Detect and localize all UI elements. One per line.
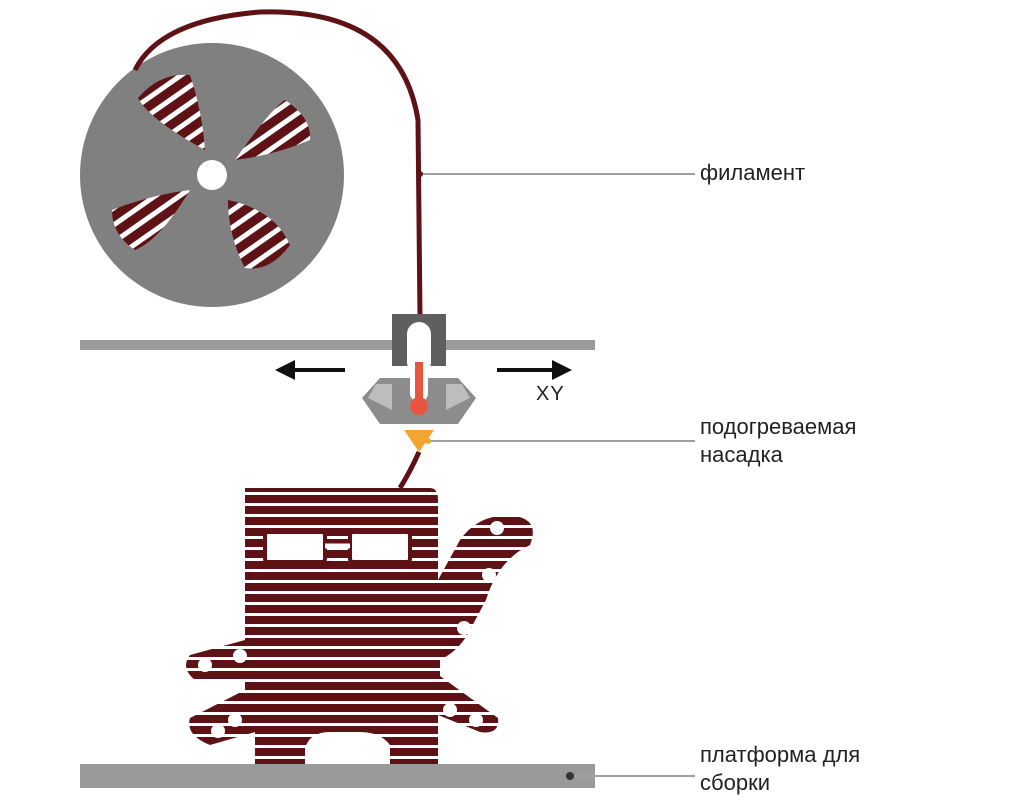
heated-nozzle-label-line1: подогреваемая	[700, 414, 857, 439]
filament-label-text: филамент	[700, 160, 806, 185]
left-arrow-icon	[275, 360, 345, 380]
filament-strand	[132, 9, 423, 319]
nozzle-tip	[404, 430, 434, 452]
heated-nozzle-label-line2: насадка	[700, 442, 783, 467]
spool-window	[112, 74, 311, 269]
spool-hub	[197, 160, 227, 190]
heated-nozzle-label: подогреваемая насадка	[700, 413, 856, 469]
xy-axis-label: XY	[536, 383, 565, 405]
build-platform	[80, 764, 595, 788]
printed-robot-model	[186, 450, 533, 768]
build-platform-label: платформа для сборки	[700, 741, 860, 797]
extruded-filament	[397, 450, 422, 490]
gantry-rail	[80, 340, 595, 350]
right-arrow-icon	[497, 360, 572, 380]
filament-label: филамент	[700, 159, 805, 187]
thermometer-icon	[410, 362, 428, 415]
filament-spool	[80, 43, 344, 307]
robot-suction-cups	[198, 521, 504, 738]
callout-leaders	[420, 173, 695, 777]
build-platform-label-line1: платформа для	[700, 742, 861, 767]
extruder-head	[362, 314, 476, 452]
build-platform-label-line2: сборки	[700, 770, 770, 795]
